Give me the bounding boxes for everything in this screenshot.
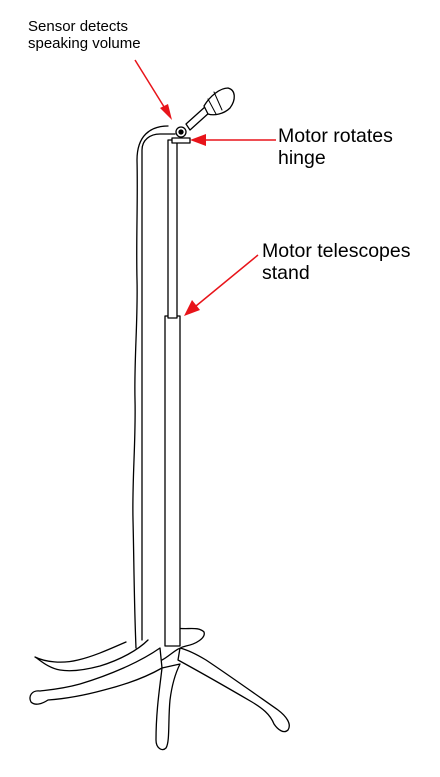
arrow-telescope: [195, 254, 259, 307]
stand-base: [34, 639, 149, 672]
stand-leg-right: [177, 647, 290, 733]
label-sensor-line2: speaking volume: [28, 35, 141, 53]
label-telescope-line1: Motor telescopes: [262, 240, 411, 262]
arrow-hinge-head: [190, 134, 206, 146]
label-hinge-line1: Motor rotates: [278, 125, 393, 147]
label-hinge: Motor rotates hinge: [278, 125, 393, 170]
label-hinge-line2: hinge: [278, 147, 326, 170]
label-sensor: Sensor detects speaking volume: [28, 18, 141, 53]
label-telescope-line2: stand: [262, 262, 310, 285]
stand-inner-tube: [167, 139, 178, 319]
label-telescope: Motor telescopes stand: [262, 240, 411, 285]
stand-leg-front: [155, 663, 181, 751]
stand-leg-left: [29, 647, 163, 705]
arrow-sensor: [134, 59, 167, 111]
microphone-head: [203, 87, 235, 116]
label-sensor-line1: Sensor detects: [28, 18, 129, 35]
hinge-block: [171, 137, 191, 144]
arrow-sensor-head: [160, 104, 172, 120]
arrow-telescope-head: [184, 300, 200, 316]
stand-outer-tube: [164, 315, 181, 647]
stand-pole-left: [132, 125, 176, 649]
